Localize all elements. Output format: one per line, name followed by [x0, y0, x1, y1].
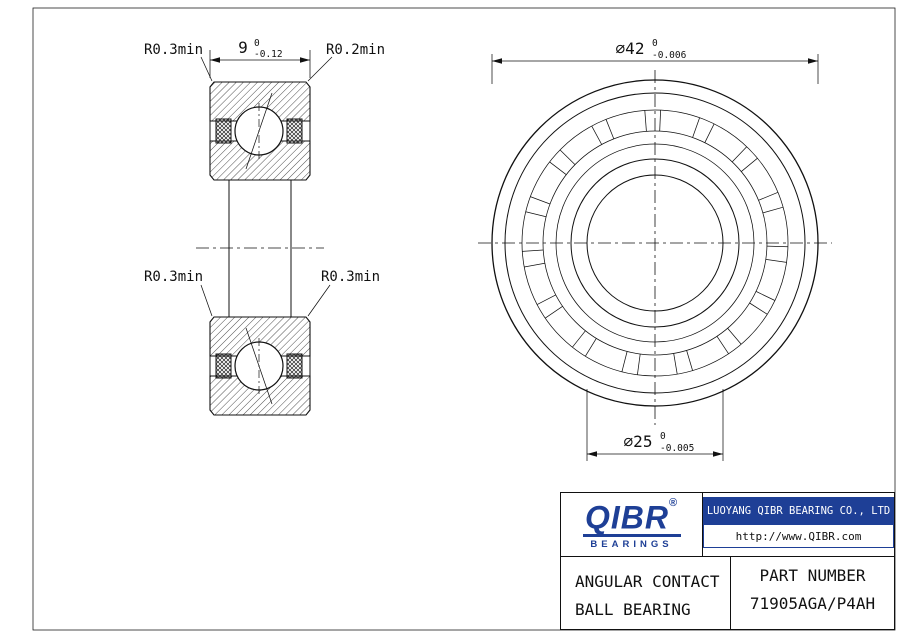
- outer-dim-value: ⌀42: [616, 39, 645, 58]
- bore-circle: [586, 174, 724, 312]
- front-view: ⌀42 0 -0.006 ⌀25 0 -0.005: [478, 38, 832, 461]
- leader-line: [200, 284, 213, 317]
- logo-text: QIBR: [584, 500, 669, 537]
- cage-pocket-line: [692, 117, 700, 138]
- radius-callouts: R0.3min R0.2min R0.3min R0.3min: [144, 42, 385, 317]
- cage-pocket-line: [584, 338, 597, 357]
- outer-dim-lower-tol: -0.006: [652, 50, 687, 61]
- sheet-frame: [32, 7, 896, 631]
- bore-dim-upper-tol: 0: [660, 431, 666, 442]
- outer-diameter-circle: [491, 79, 819, 407]
- part-number-label: PART NUMBER: [759, 566, 866, 585]
- section-bottom-half: [209, 316, 311, 416]
- width-dim-lower-tol: -0.12: [254, 49, 283, 60]
- section-top-half: [209, 81, 311, 181]
- cage-pocket-line: [524, 262, 545, 268]
- bore-dim-value: ⌀25: [624, 432, 653, 451]
- product-line-1: ANGULAR CONTACT: [575, 572, 720, 591]
- arrowhead: [210, 57, 220, 63]
- cage-pocket-line: [704, 123, 715, 143]
- cage-pocket-line: [762, 206, 784, 214]
- cage-pocket-line: [559, 149, 576, 165]
- product-description-cell: ANGULAR CONTACT BALL BEARING: [561, 557, 731, 629]
- bore-diameter-dimension: ⌀25 0 -0.005: [586, 389, 724, 461]
- cage-pocket-line: [591, 125, 603, 145]
- inner-ring-outer-circle: [570, 158, 740, 328]
- cage-pocket-line: [644, 110, 647, 132]
- width-dim-value: 9: [238, 38, 248, 57]
- cage-pocket-line: [727, 328, 742, 345]
- cage-pocket-line: [758, 191, 779, 201]
- cage-outer-circle: [521, 109, 789, 377]
- title-block-bottom-row: ANGULAR CONTACT BALL BEARING PART NUMBER…: [561, 557, 894, 629]
- cage-pocket-line: [686, 350, 693, 371]
- leader-line: [307, 56, 333, 82]
- section-view: 9 0 -0.12 R0.3min R0.2min R0.3min R0.3mi…: [144, 38, 385, 416]
- radius-label-mid-left: R0.3min: [144, 269, 203, 285]
- cage-pocket-line: [525, 211, 547, 218]
- company-website: http://www.QIBR.com: [703, 524, 894, 548]
- cage-pocket-line: [766, 245, 788, 248]
- cage-pocket-line: [545, 305, 563, 319]
- width-dimension: 9 0 -0.12: [209, 38, 311, 78]
- outer-dim-upper-tol: 0: [652, 38, 658, 49]
- radius-label-top-right: R0.2min: [326, 42, 385, 58]
- cage-pocket-line: [536, 294, 556, 305]
- cage-pocket-line: [530, 196, 551, 205]
- cage-pocket-line: [755, 291, 776, 301]
- product-line-2: BALL BEARING: [575, 600, 691, 619]
- cage-section: [215, 353, 232, 379]
- leader-line: [200, 56, 213, 82]
- radius-label-top-left: R0.3min: [144, 42, 203, 58]
- arrowhead: [587, 451, 597, 457]
- arrowhead: [300, 57, 310, 63]
- part-number-cell: PART NUMBER 71905AGA/P4AH: [731, 557, 894, 629]
- cage-inner-circle: [542, 130, 768, 356]
- cage-pocket-line: [716, 336, 729, 355]
- company-logo: QIBR® BEARINGS: [561, 493, 703, 556]
- part-number-value: 71905AGA/P4AH: [749, 594, 876, 613]
- cage-pocket-line: [605, 119, 615, 140]
- cage-section: [286, 118, 303, 144]
- outer-diameter-dimension: ⌀42 0 -0.006: [491, 38, 819, 84]
- registered-mark-icon: ®: [668, 497, 679, 510]
- cage-pocket-line: [731, 146, 747, 163]
- logo-subtitle: BEARINGS: [590, 538, 673, 550]
- cage-pocket-line: [741, 157, 758, 172]
- arrowhead: [808, 58, 818, 64]
- radius-label-mid-right: R0.3min: [321, 269, 380, 285]
- cage-pocket-line: [673, 353, 678, 375]
- company-name-band: LUOYANG QIBR BEARING CO., LTD: [703, 497, 894, 524]
- title-block-top-row: QIBR® BEARINGS LUOYANG QIBR BEARING CO.,…: [561, 493, 894, 557]
- inner-ring-shoulder-circle: [555, 143, 755, 343]
- cage-section: [215, 118, 232, 144]
- cage-section: [286, 353, 303, 379]
- logo-wordmark: QIBR®: [584, 497, 679, 537]
- outer-ring-inner-circle: [504, 92, 806, 394]
- cage-pocket-line: [549, 161, 567, 175]
- bore-dim-lower-tol: -0.005: [660, 443, 694, 454]
- title-block: QIBR® BEARINGS LUOYANG QIBR BEARING CO.,…: [560, 492, 895, 630]
- arrowhead: [492, 58, 502, 64]
- cage-pocket-line: [621, 351, 628, 372]
- cage-pocket-lines: [522, 110, 788, 375]
- width-dim-upper-tol: 0: [254, 38, 260, 49]
- leader-line: [307, 284, 331, 317]
- cage-pocket-line: [522, 249, 544, 252]
- logo-underline: [582, 534, 681, 537]
- cage-pocket-line: [659, 110, 661, 132]
- company-info-cell: LUOYANG QIBR BEARING CO., LTD http://www…: [703, 493, 894, 556]
- cage-pocket-line: [765, 259, 787, 263]
- cage-pocket-line: [749, 302, 768, 315]
- cage-pocket-line: [637, 353, 641, 375]
- cage-pocket-line: [572, 330, 586, 348]
- arrowhead: [713, 451, 723, 457]
